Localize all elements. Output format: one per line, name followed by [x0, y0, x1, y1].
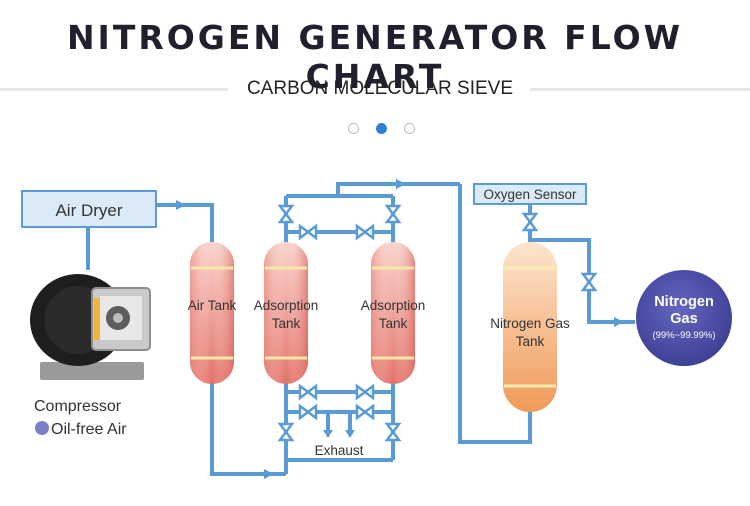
- subtitle-row: CARBON MOLECULAR SIEVE: [0, 76, 750, 102]
- valve-v1: [277, 204, 295, 224]
- page-title: NITROGEN GENERATOR FLOW CHART: [66, 18, 684, 96]
- adsorption-tank-2-label-line1: Adsorption: [361, 298, 426, 313]
- valve-v3: [277, 422, 295, 442]
- nitrogen-gas-tank-label-line1: Nitrogen Gas: [490, 316, 570, 331]
- valve-h6: [355, 403, 375, 421]
- valve-v6: [580, 272, 598, 292]
- adsorption-tank-1: Adsorption Tank: [254, 242, 319, 384]
- carousel-dot-1[interactable]: [348, 123, 359, 134]
- valve-v4: [384, 422, 402, 442]
- valve-h1: [298, 223, 318, 241]
- oil-free-dot: [35, 421, 49, 435]
- adsorption-tank-2-label-line2: Tank: [379, 316, 408, 331]
- adsorption-tank-1-label-line1: Adsorption: [254, 298, 319, 313]
- air-dryer-box: Air Dryer: [21, 190, 157, 228]
- subtitle-divider-left: [0, 88, 228, 91]
- valve-h2: [355, 223, 375, 241]
- exhaust-label: Exhaust: [315, 443, 364, 458]
- oxygen-sensor-label: Oxygen Sensor: [483, 187, 577, 202]
- valve-v5: [521, 212, 539, 232]
- valve-h3: [298, 383, 318, 401]
- output-purity-label: (99%~99.99%): [652, 330, 715, 341]
- oxygen-sensor-box: Oxygen Sensor: [473, 183, 587, 205]
- pipe-dryer-airtank: [156, 203, 214, 245]
- output-label-line1: Nitrogen: [654, 294, 714, 310]
- subtitle-divider-right: [530, 88, 750, 91]
- pipe-airtank-manifold: [210, 380, 286, 476]
- valves: [277, 204, 598, 442]
- carousel-dot-3[interactable]: [404, 123, 415, 134]
- flow-arrows: [176, 179, 624, 479]
- output-label-line2: Gas: [670, 311, 697, 327]
- valve-v2: [384, 204, 402, 224]
- page-subtitle: CARBON MOLECULAR SIEVE: [246, 78, 514, 99]
- compressor-label: Compressor: [34, 398, 122, 415]
- nitrogen-gas-tank: Nitrogen Gas Tank: [490, 242, 570, 412]
- nitrogen-gas-tank-label-line2: Tank: [516, 334, 545, 349]
- adsorption-tank-2: Adsorption Tank: [361, 242, 426, 384]
- pipe-to-n2tank: [458, 184, 532, 444]
- valve-h5: [298, 403, 318, 421]
- compressor-icon: [30, 274, 151, 380]
- air-dryer-label: Air Dryer: [55, 201, 122, 220]
- oil-free-label: Oil-free Air: [51, 421, 127, 438]
- air-tank: Air Tank: [188, 242, 237, 384]
- nitrogen-gas-output: Nitrogen Gas (99%~99.99%): [636, 270, 732, 366]
- valve-h4: [355, 383, 375, 401]
- air-tank-label: Air Tank: [188, 298, 237, 313]
- carousel-dot-2[interactable]: [376, 123, 387, 134]
- adsorption-tank-1-label-line2: Tank: [272, 316, 301, 331]
